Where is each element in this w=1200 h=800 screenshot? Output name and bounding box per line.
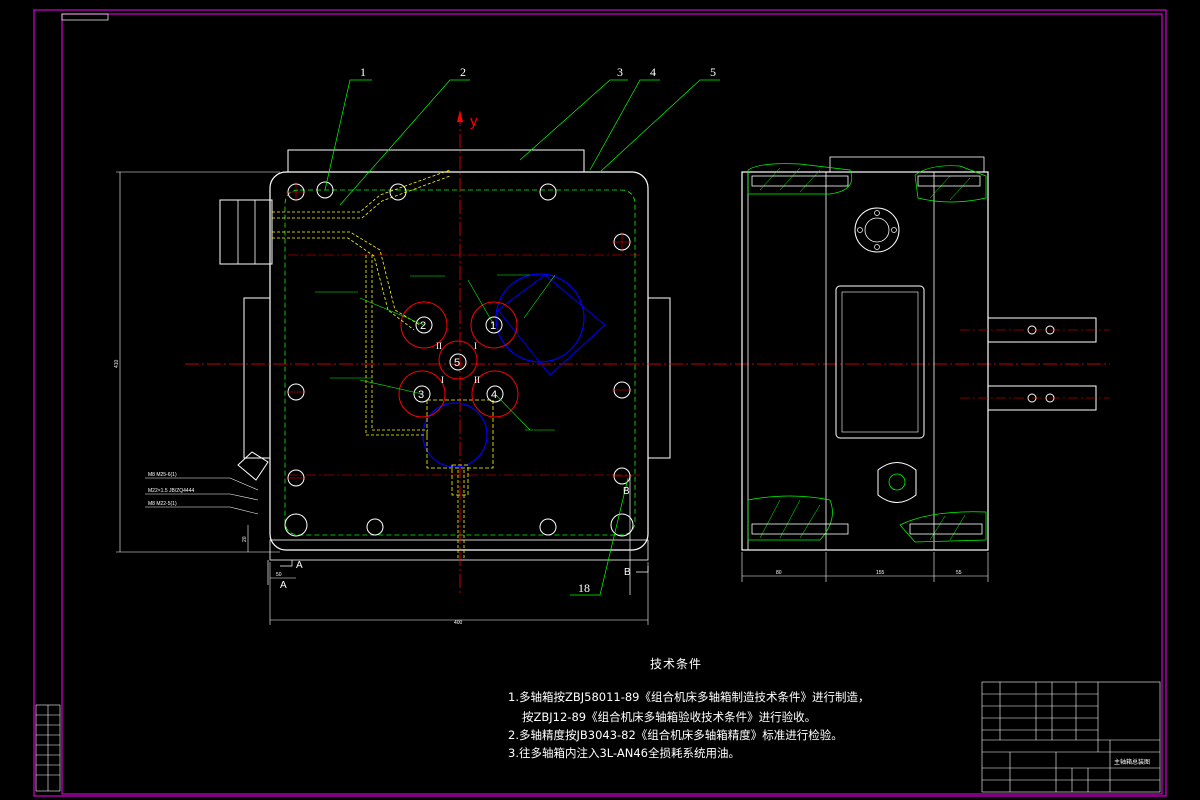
balloon-1: 1: [360, 65, 366, 79]
oil-pump: [219, 199, 273, 265]
title-block: [981, 681, 1161, 793]
front-view: [116, 79, 1110, 625]
spindle-2-label: 2: [420, 320, 426, 332]
dim-side-1: 80: [776, 570, 782, 576]
dim-side-3: 55: [956, 570, 962, 576]
roman-mark-3: I: [441, 375, 444, 385]
roman-mark-4: II: [474, 375, 480, 385]
note-line-1: 1.多轴箱按ZBJ58011-89《组合机床多轴箱制造技术条件》进行制造，: [508, 690, 870, 704]
callout-1: M8 M25-6(1): [148, 472, 177, 478]
note-line-4: 3.往多轴箱内注入3L-AN46全损耗系统用油。: [508, 746, 740, 760]
side-flange: [854, 207, 900, 253]
hatch-sections: [747, 163, 987, 543]
roman-mark-2: I: [474, 341, 477, 351]
section-a-top: A: [296, 560, 303, 571]
spindle-1-label: 1: [490, 320, 496, 332]
dim-bottom-offset: 20: [242, 536, 248, 542]
balloon-4: 4: [650, 65, 656, 79]
leader-lines: [324, 79, 720, 596]
roman-mark-1: II: [436, 341, 442, 351]
callout-2: M22×1.5 JB/ZQ4444: [148, 488, 194, 494]
side-view: [741, 156, 1110, 582]
code-box: [61, 13, 109, 21]
oil-gauge: [877, 462, 917, 503]
spindle-5-label: 5: [454, 357, 460, 369]
inner-cavity: [284, 189, 636, 536]
section-a-bottom: A: [280, 580, 287, 591]
dimension-lines: [116, 171, 649, 625]
section-b-bottom: B: [624, 567, 631, 578]
base-flange: [269, 539, 649, 561]
y-axis-label: y: [470, 113, 478, 130]
dim-side-2: 155: [876, 570, 885, 576]
balloon-18: 18: [578, 581, 590, 595]
right-side-plate: [647, 297, 671, 459]
side-strip: [35, 704, 61, 792]
note-line-2: 按ZBJ12-89《组合机床多轴箱验收技术条件》进行验收。: [522, 710, 817, 724]
oil-pipes: [272, 169, 465, 560]
gears: [422, 273, 585, 468]
sheet-outer-border: [33, 9, 1167, 797]
notes-title: 技术条件: [650, 657, 703, 671]
balloon-5: 5: [710, 65, 716, 79]
left-side-plate: [243, 297, 271, 459]
spindle-4-label: 4: [491, 389, 497, 401]
drawing-name: 主轴箱总装图: [1114, 758, 1150, 766]
sheet-inner-border: [61, 13, 1163, 795]
balloon-2: 2: [460, 65, 466, 79]
section-b-top: B: [623, 486, 630, 497]
drive-shaft-housing: [426, 399, 494, 469]
top-cover: [287, 149, 585, 173]
spindle-3-label: 3: [418, 389, 424, 401]
note-line-3: 2.多轴精度按JB3043-82《组合机床多轴箱精度》标准进行检验。: [508, 728, 843, 742]
oil-filler: [237, 451, 269, 481]
inspection-cover: [835, 285, 925, 439]
balloon-3: 3: [617, 65, 623, 79]
dim-left-offset: 50: [276, 572, 282, 578]
spindles: [398, 301, 519, 418]
dim-width: 400: [454, 620, 463, 626]
dim-height: 410: [114, 359, 120, 368]
callout-3: M8 M22-5(1): [148, 501, 177, 507]
